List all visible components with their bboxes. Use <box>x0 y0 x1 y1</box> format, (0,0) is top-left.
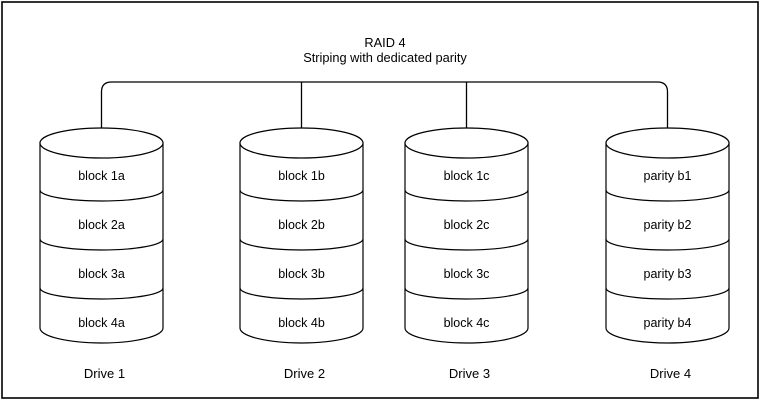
drive-4-block-3-label: parity b3 <box>644 267 692 281</box>
drive-2-body <box>239 142 364 344</box>
drive-4-top <box>605 127 730 159</box>
drive-1-top <box>39 127 164 159</box>
drive-2-block-1-label: block 1b <box>278 169 325 183</box>
drive-2-block-2-label: block 2b <box>278 218 325 232</box>
drive-3-top <box>404 127 529 159</box>
drive-4-separator <box>605 287 730 300</box>
diagram-subtitle: Striping with dedicated parity <box>303 50 467 65</box>
drive-4-separator <box>605 238 730 251</box>
drive-4-separator <box>605 189 730 202</box>
drive-1-separator <box>39 287 164 300</box>
drive-3-block-4-label: block 4c <box>444 316 490 330</box>
drive-4-label: Drive 4 <box>650 366 691 381</box>
drive-2-block-4-label: block 4b <box>278 316 325 330</box>
drive-1-body <box>39 142 164 344</box>
drive-1-cylinder: block 1a block 2a block 3a block 4a Driv… <box>39 127 164 381</box>
drive-2-separator <box>239 287 364 300</box>
drive-4-block-1-label: parity b1 <box>644 169 692 183</box>
drive-3-block-2-label: block 2c <box>444 218 490 232</box>
drive-1-block-1-label: block 1a <box>78 169 125 183</box>
drive-3-block-1-label: block 1c <box>444 169 490 183</box>
drive-1-block-3-label: block 3a <box>78 267 125 281</box>
drive-3-body <box>404 142 529 344</box>
drive-1-block-2-label: block 2a <box>78 218 125 232</box>
drive-4-cylinder: parity b1 parity b2 parity b3 parity b4 … <box>605 127 730 381</box>
drive-2-block-3-label: block 3b <box>278 267 325 281</box>
drive-2-separator <box>239 189 364 202</box>
drive-1-block-4-label: block 4a <box>78 316 125 330</box>
drive-4-body <box>605 142 730 344</box>
bus-connector-line <box>100 81 669 128</box>
diagram-title: RAID 4 <box>364 35 405 50</box>
drive-3-block-3-label: block 3c <box>444 267 490 281</box>
drive-2-separator <box>239 238 364 251</box>
drive-1-separator <box>39 238 164 251</box>
drive-2-label: Drive 2 <box>284 366 325 381</box>
drive-1-separator <box>39 189 164 202</box>
drive-4-block-4-label: parity b4 <box>644 316 692 330</box>
drive-4-block-2-label: parity b2 <box>644 218 692 232</box>
drive-3-cylinder: block 1c block 2c block 3c block 4c Driv… <box>404 127 529 381</box>
drive-1-label: Drive 1 <box>84 366 125 381</box>
drive-3-separator <box>404 238 529 251</box>
drive-2-top <box>239 127 364 159</box>
drive-3-label: Drive 3 <box>449 366 490 381</box>
drive-2-cylinder: block 1b block 2b block 3b block 4b Driv… <box>239 127 364 381</box>
drive-3-separator <box>404 189 529 202</box>
drive-3-separator <box>404 287 529 300</box>
